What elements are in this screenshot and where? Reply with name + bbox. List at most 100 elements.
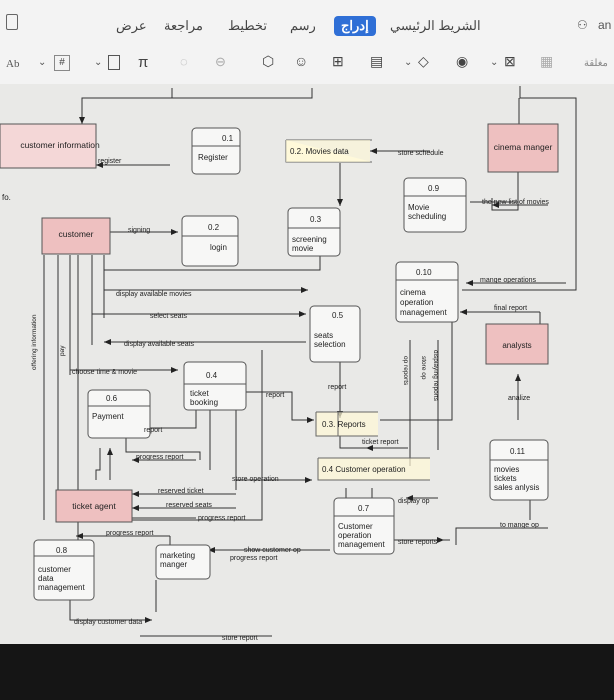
picture-icon[interactable]: ⊠: [504, 53, 516, 69]
process-marketing-manger: [155, 544, 211, 580]
chevron-down-icon[interactable]: ⌄: [404, 57, 413, 68]
process-0-10: [395, 261, 459, 323]
store-label: 0.2. Movies data: [290, 147, 349, 156]
link-icon[interactable]: ⊖: [215, 54, 226, 69]
entity-label: ticket agent: [72, 501, 116, 511]
share-icon[interactable]: ⚇: [577, 18, 588, 32]
flow-label: offering information: [31, 314, 38, 370]
chevron-down-icon[interactable]: ⌄: [490, 57, 499, 68]
insert-toolbar: Ab ⌄ # ⌄ π ◌ ⊖ ⬡ ☺ ⊞ ▤ ⌄ ◇ ◉ ⌄ ⊠ ▦ مغلقة: [0, 48, 614, 85]
flow-label: display customer data: [74, 619, 142, 626]
chevron-down-icon[interactable]: ⌄: [38, 57, 47, 68]
flow-label: register: [98, 158, 122, 165]
process-0-7: [333, 497, 395, 555]
dfd-diagram: customer information cinema manger custo…: [0, 86, 577, 642]
flow-label: reserved ticket: [158, 488, 204, 495]
tab-review[interactable]: مراجعة: [164, 18, 204, 33]
tab-home[interactable]: الشريط الرئيسي: [390, 18, 481, 33]
flow-label: pay: [59, 345, 66, 356]
shapes-icon[interactable]: ◇: [418, 53, 429, 69]
store-reports: [315, 411, 378, 437]
smartart-icon[interactable]: ⊞: [332, 53, 344, 69]
process-number: 0.1: [222, 134, 234, 143]
entity-label: cinema manger: [494, 142, 553, 152]
process-name: seats: [314, 331, 333, 340]
tab-view[interactable]: عرض: [116, 18, 147, 33]
icons-icon[interactable]: ☺: [294, 53, 309, 69]
process-name: management: [338, 540, 385, 549]
process-name: data: [38, 574, 54, 583]
process-0-3: [287, 207, 341, 257]
entity-cinema-manger: [487, 123, 559, 173]
flow-label: choose time & movie: [72, 369, 137, 376]
entity-ticket-agent: [55, 489, 133, 523]
toolbar-right-label[interactable]: مغلقة: [584, 58, 608, 69]
flow-label: to mange op: [500, 522, 539, 529]
flow-label: signing: [128, 227, 150, 234]
process-0-2: [181, 215, 239, 267]
cube-icon[interactable]: ⬡: [262, 53, 275, 69]
flow-label: store schedule: [398, 150, 444, 157]
store-label: 0.4 Customer operation: [322, 465, 406, 474]
process-number: 0.11: [510, 447, 526, 456]
process-name: Register: [198, 153, 228, 162]
tab-draw[interactable]: رسم: [290, 18, 316, 33]
diagram-photo: customer information cinema manger custo…: [0, 84, 614, 644]
flow-label: store reports: [398, 539, 438, 546]
flow-label: progress report: [106, 530, 154, 537]
flow-label: report: [266, 392, 284, 399]
table-icon[interactable]: ▦: [540, 53, 554, 69]
entity-customer: [41, 217, 111, 255]
process-name: management: [38, 583, 85, 592]
process-name: login: [210, 243, 227, 252]
user-name-fragment: an: [598, 18, 612, 32]
camera-icon[interactable]: ◉: [456, 53, 469, 69]
process-number: 0.5: [332, 311, 344, 320]
equation-icon[interactable]: π: [138, 54, 149, 71]
process-0-4: [183, 361, 247, 411]
chart-icon[interactable]: ▤: [370, 53, 384, 69]
side-text: fo.: [2, 193, 11, 202]
flow-label: report: [328, 384, 346, 391]
process-name: cinema: [400, 288, 426, 297]
flow-label: final report: [494, 305, 527, 312]
store-customer-operation: [317, 457, 430, 481]
comment-icon[interactable]: ◌: [180, 54, 188, 69]
process-name: scheduling: [408, 212, 446, 221]
process-number: 0.9: [428, 184, 440, 193]
process-name: operation: [400, 298, 433, 307]
hash-icon[interactable]: #: [54, 55, 70, 71]
process-name: customer: [38, 565, 71, 574]
tab-insert[interactable]: إدراج: [334, 16, 376, 36]
process-name: booking: [190, 398, 218, 407]
page-icon[interactable]: [108, 55, 120, 70]
entity-label: analysts: [502, 341, 531, 350]
process-name: movies: [494, 465, 519, 474]
process-name: operation: [338, 531, 371, 540]
process-name: Payment: [92, 412, 124, 421]
process-name: movie: [292, 244, 314, 253]
text-style-button[interactable]: Ab: [6, 58, 20, 70]
process-name: ticket: [190, 389, 209, 398]
app-icon[interactable]: [6, 14, 18, 30]
flow-label: op reports: [402, 356, 409, 386]
flow-label: display available movies: [116, 291, 192, 298]
process-name: screening: [292, 235, 327, 244]
flow-label: progress report: [136, 454, 184, 461]
flow-label: store report: [222, 635, 258, 642]
flow-label: progress report: [198, 515, 246, 522]
flow-label: ticket report: [362, 439, 399, 446]
flow-label: mange operations: [480, 277, 537, 284]
process-number: 0.3: [310, 215, 322, 224]
ribbon-tab-bar: عرض مراجعة تخطيط رسم إدراج الشريط الرئيس…: [0, 0, 614, 48]
process-number: 0.7: [358, 504, 370, 513]
chevron-down-icon[interactable]: ⌄: [94, 57, 103, 68]
process-name: Customer: [338, 522, 373, 531]
flow-label: display available seats: [124, 341, 195, 348]
process-name: Movie: [408, 203, 430, 212]
flow-label: progress report: [230, 555, 278, 562]
tab-layout[interactable]: تخطيط: [228, 18, 267, 33]
process-0-6: [87, 389, 151, 439]
process-number: 0.2: [208, 223, 220, 232]
process-number: 0.8: [56, 546, 68, 555]
